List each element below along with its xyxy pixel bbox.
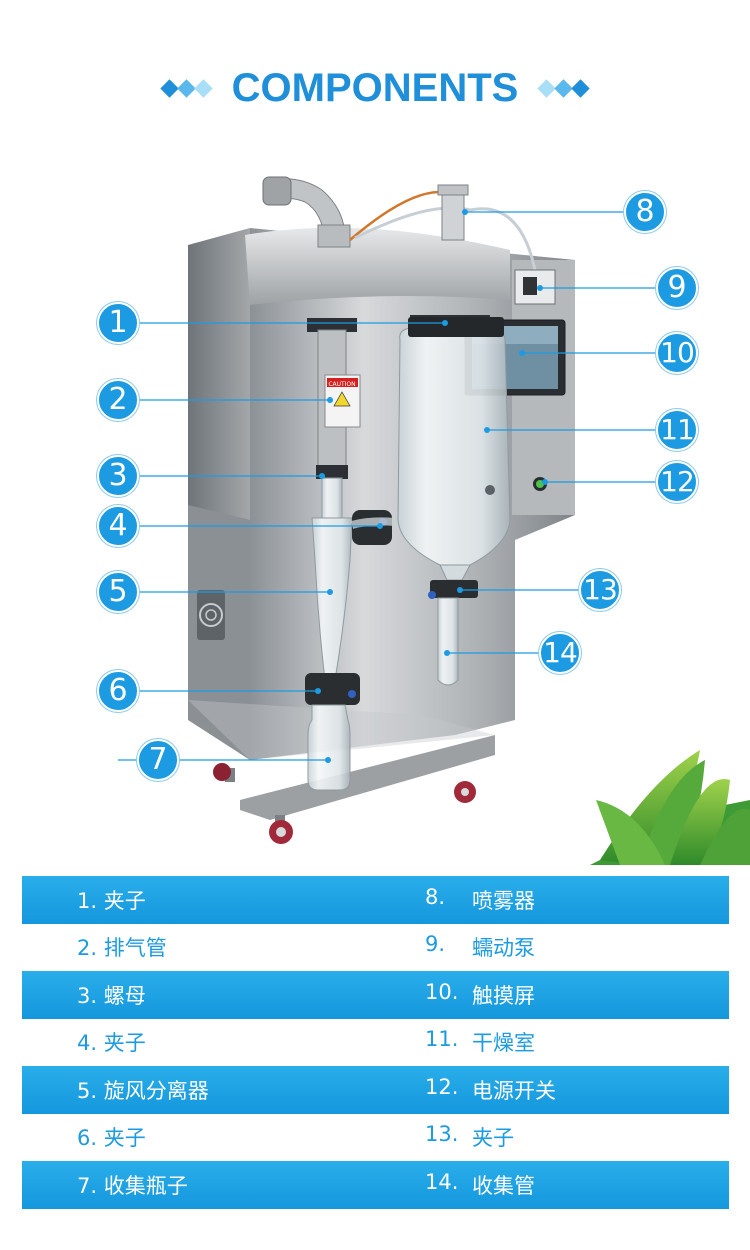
callout-6: 6 (97, 670, 139, 712)
component-right: 8.喷雾器 (425, 884, 535, 913)
component-left: 1. 夹子 (77, 888, 146, 913)
component-right: 11.干燥室 (425, 1027, 535, 1056)
right-diamonds-icon (537, 78, 591, 98)
table-row: 2. 排气管 9.蠕动泵 (22, 923, 729, 971)
component-right: 12.电源开关 (425, 1074, 556, 1103)
caution-label: CAUTION (328, 381, 355, 388)
callout-4: 4 (97, 505, 139, 547)
table-row: 7. 收集瓶子 14.收集管 (22, 1161, 729, 1209)
components-table: 1. 夹子 8.喷雾器 2. 排气管 9.蠕动泵 3. 螺母 10.触摸屏 4.… (22, 876, 729, 1209)
callout-11: 11 (656, 409, 698, 451)
callout-9: 9 (656, 267, 698, 309)
collection-tube-icon (437, 597, 459, 686)
spray-nozzle-icon (437, 184, 469, 241)
callout-12: 12 (656, 461, 698, 503)
callout-13: 13 (579, 569, 621, 611)
table-row: 5. 旋风分离器 12.电源开关 (22, 1066, 729, 1114)
callout-1: 1 (97, 302, 139, 344)
callout-5: 5 (97, 571, 139, 613)
collection-bottle-icon (307, 704, 351, 791)
component-left: 6. 夹子 (77, 1126, 146, 1151)
callout-7: 7 (137, 739, 179, 781)
fan-grille-icon (197, 590, 225, 640)
header: COMPONENTS (0, 60, 750, 116)
aloe-plant-icon (590, 750, 750, 865)
component-right: 10.触摸屏 (425, 979, 535, 1008)
callout-10: 10 (656, 332, 698, 374)
cyclone-separator-icon (311, 510, 396, 681)
peristaltic-pump-icon (514, 269, 556, 305)
exhaust-pipe-icon (262, 176, 351, 248)
callout-14: 14 (539, 632, 581, 674)
wheel-icon (213, 763, 476, 844)
component-left: 3. 螺母 (77, 983, 146, 1008)
component-left: 4. 夹子 (77, 1031, 146, 1056)
left-diamonds-icon (159, 78, 213, 98)
drying-chamber-icon (397, 315, 511, 581)
table-row: 6. 夹子 13.夹子 (22, 1113, 729, 1161)
table-row: 1. 夹子 8.喷雾器 (22, 876, 729, 924)
table-row: 4. 夹子 11.干燥室 (22, 1018, 729, 1066)
callout-3: 3 (97, 455, 139, 497)
cyclone-column-icon: CAUTION (307, 318, 361, 519)
callout-dots (315, 209, 548, 763)
component-right: 13.夹子 (425, 1122, 514, 1151)
table-row: 3. 螺母 10.触摸屏 (22, 971, 729, 1019)
machine-drawing: CAUTION (118, 176, 750, 865)
component-right: 9.蠕动泵 (425, 932, 535, 961)
callout-lines (118, 211, 677, 761)
spray-dryer-illustration: CAUTION (0, 160, 750, 870)
clamp-icon (428, 580, 478, 599)
callout-2: 2 (97, 379, 139, 421)
component-right: 14.收集管 (425, 1169, 535, 1198)
clamp-icon (305, 673, 360, 705)
page-title: COMPONENTS (231, 65, 519, 110)
component-left: 7. 收集瓶子 (77, 1173, 188, 1198)
component-left: 5. 旋风分离器 (77, 1078, 209, 1103)
callout-8: 8 (624, 191, 666, 233)
component-left: 2. 排气管 (77, 936, 167, 961)
